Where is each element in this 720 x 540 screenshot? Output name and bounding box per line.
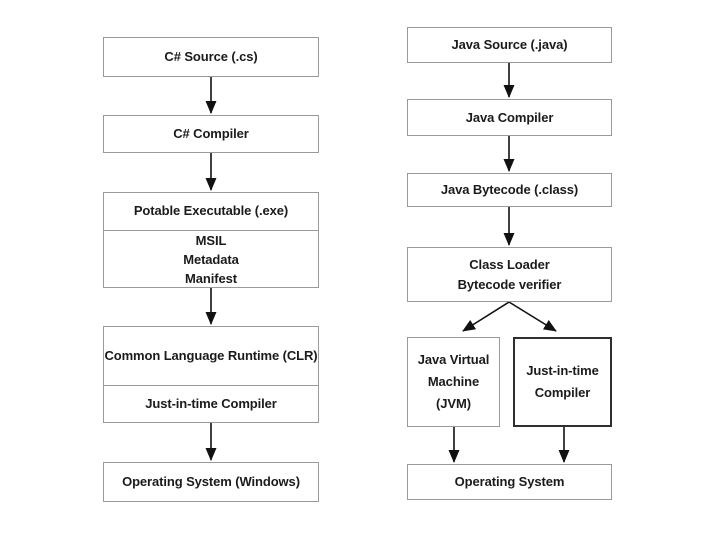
jit-compiler-box: Just-in-time Compiler (513, 337, 612, 427)
java-compiler-label: Java Compiler (465, 109, 554, 125)
class-loader-box: Class Loader Bytecode verifier (407, 247, 612, 302)
clr-jit-label: Just-in-time Compiler (145, 396, 277, 412)
jvm-box: Java Virtual Machine (JVM) (407, 337, 500, 427)
metadata-label: Metadata (183, 251, 239, 267)
csharp-source-label: C# Source (.cs) (164, 49, 258, 65)
portable-executable-label: Potable Executable (.exe) (133, 203, 289, 219)
arrow-loader-to-jit (508, 301, 557, 332)
clr-label: Common Language Runtime (CLR) (104, 348, 318, 364)
java-source-label: Java Source (.java) (451, 37, 568, 53)
java-source-box: Java Source (.java) (407, 27, 612, 63)
clr-box: Common Language Runtime (CLR) Just-in-ti… (103, 326, 319, 423)
csharp-compiler-label: C# Compiler (173, 126, 249, 142)
manifest-label: Manifest (185, 270, 237, 286)
csharp-source-box: C# Source (.cs) (103, 37, 319, 77)
jit-label-line2: Compiler (534, 385, 591, 400)
java-bytecode-box: Java Bytecode (.class) (407, 173, 612, 207)
jvm-label-line3: (JVM) (436, 396, 471, 411)
java-bytecode-label: Java Bytecode (.class) (440, 182, 579, 198)
jit-label-line1: Just-in-time (526, 363, 599, 378)
java-os-box: Operating System (407, 464, 612, 500)
bytecode-verifier-label: Bytecode verifier (457, 276, 562, 292)
java-compiler-box: Java Compiler (407, 99, 612, 136)
jvm-label-line1: Java Virtual (417, 352, 490, 367)
msil-label: MSIL (195, 232, 227, 248)
clr-jit-section: Just-in-time Compiler (104, 385, 318, 422)
csharp-compiler-box: C# Compiler (103, 115, 319, 153)
jvm-label-line2: Machine (427, 374, 480, 389)
portable-executable-box: Potable Executable (.exe) MSIL Metadata … (103, 192, 319, 288)
clr-title-section: Common Language Runtime (CLR) (104, 327, 318, 385)
windows-os-label: Operating System (Windows) (122, 474, 300, 490)
portable-executable-title-section: Potable Executable (.exe) (104, 193, 318, 230)
windows-os-box: Operating System (Windows) (103, 462, 319, 502)
arrow-loader-to-jvm (462, 301, 510, 332)
java-os-label: Operating System (454, 474, 565, 490)
portable-executable-contents-section: MSIL Metadata Manifest (104, 229, 318, 288)
class-loader-label: Class Loader (469, 256, 550, 272)
